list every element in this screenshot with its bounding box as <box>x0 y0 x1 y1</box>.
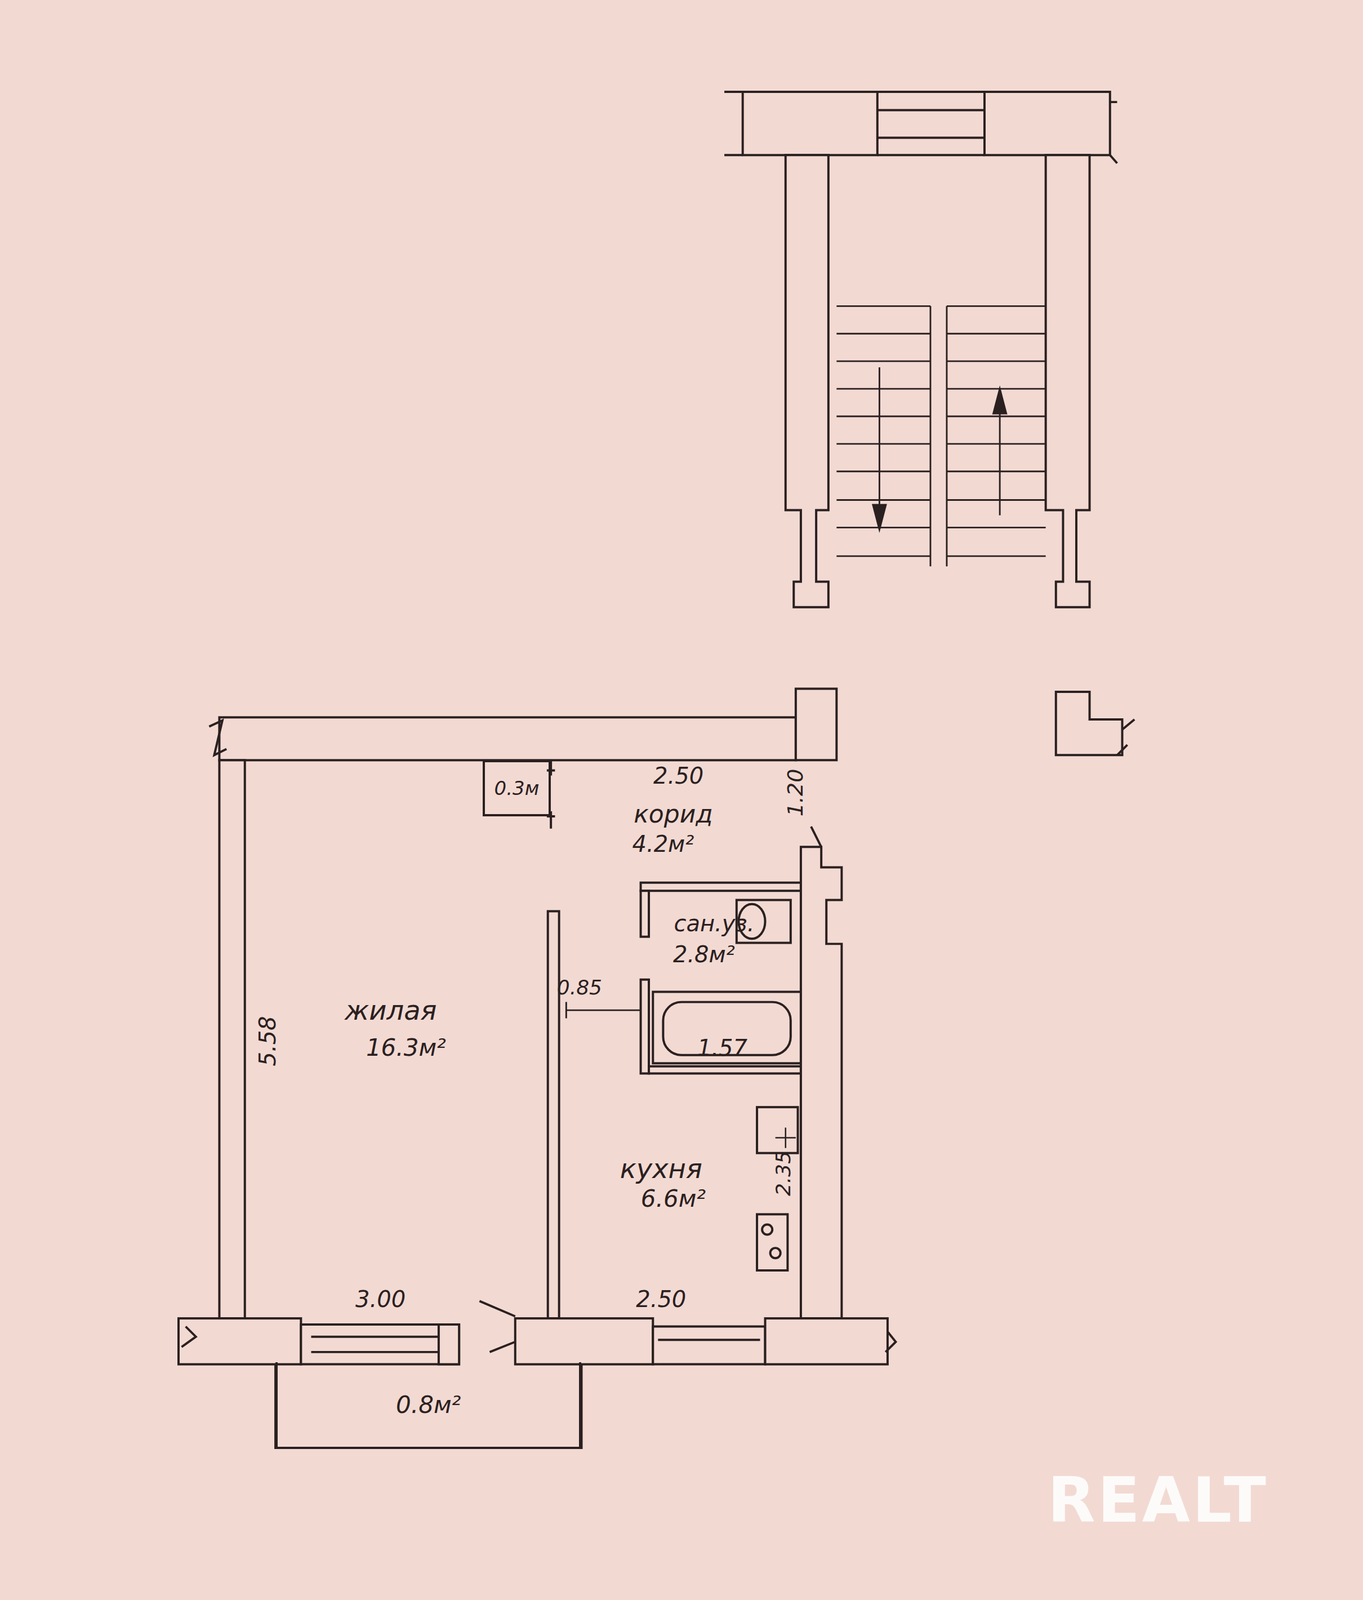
plan-label: жилая <box>344 995 437 1026</box>
plan-label: корид <box>633 800 713 828</box>
plan-label: 1.20 <box>784 768 808 817</box>
area-label: 0.3м <box>494 776 540 800</box>
plan-label: 3.00 <box>355 1286 406 1312</box>
plan-label: сан.уз. <box>673 910 755 936</box>
plan-label: 2.8м² <box>673 941 736 967</box>
plan-label: 2.50 <box>653 763 704 788</box>
plan-label: 4.2м² <box>631 831 694 857</box>
area-label: 0.8м² <box>395 1390 461 1419</box>
closet-box: 0.3м <box>482 759 551 817</box>
plan-label: 5.58 <box>255 1015 280 1066</box>
balcony-box: 0.8м² <box>275 1361 582 1449</box>
plan-label: кухня <box>620 1153 703 1184</box>
plan-label: 0.85 <box>557 976 603 1000</box>
plan-label: 16.3м² <box>366 1034 447 1061</box>
plan-label: 6.6м² <box>640 1185 706 1212</box>
plan-label: 1.57 <box>697 1035 748 1060</box>
plan-label: 2.50 <box>635 1286 687 1312</box>
watermark: REALT <box>1047 1465 1269 1534</box>
plan-label: 2.35 <box>772 1150 795 1196</box>
